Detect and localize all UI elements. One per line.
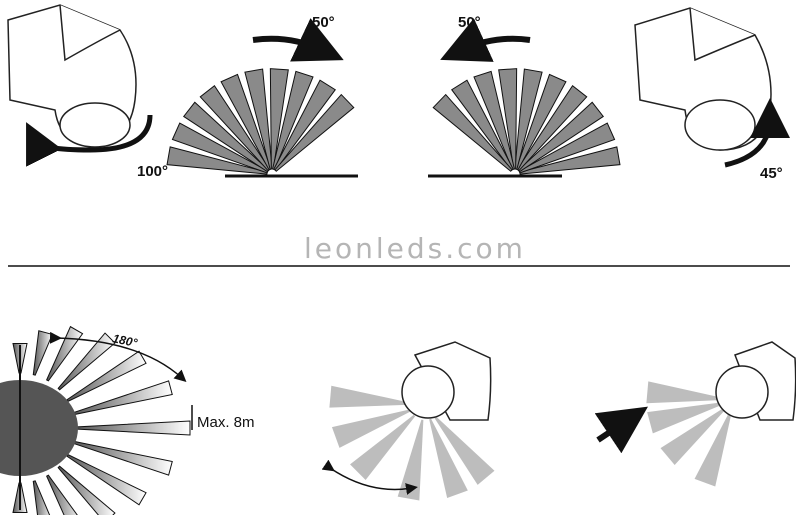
coverage-arc-icon	[49, 331, 187, 383]
sensor-zone	[0, 380, 78, 476]
max-range: Max. 8m	[197, 414, 255, 431]
detection-ray	[694, 410, 732, 487]
rotation-label-100: 100°	[137, 163, 168, 180]
arrow-left-icon	[440, 18, 531, 62]
detection-ray	[182, 101, 270, 173]
tilt-arrow-icon	[724, 98, 790, 168]
detection-ray	[433, 415, 495, 485]
lens-arrow-icon	[594, 406, 648, 454]
detection-ray	[74, 420, 191, 436]
detection-ray	[32, 480, 51, 515]
detection-ray	[66, 453, 147, 506]
watermark: leonleds.com	[304, 232, 526, 265]
sensor-horizontal-rotation	[7, 4, 153, 167]
fan-left-angle: 50°	[312, 14, 335, 31]
detection-ray	[647, 402, 724, 434]
detection-ray	[329, 385, 411, 408]
detection-ray	[166, 146, 268, 175]
detection-ray	[220, 73, 272, 171]
detection-ray	[32, 330, 54, 376]
detection-ray	[274, 93, 355, 172]
detection-ray	[199, 84, 271, 172]
sensor-vertical-tilt	[634, 7, 790, 168]
detection-ray	[432, 93, 513, 172]
coverage-angle: 180°	[111, 331, 138, 350]
sensor-rays-right	[646, 381, 732, 487]
detection-ray	[244, 68, 273, 170]
detection-fan-right	[432, 68, 621, 175]
swing-arrow-icon	[321, 459, 418, 495]
coverage-diagram	[0, 325, 191, 515]
detection-ray	[45, 474, 78, 515]
rotation-label-45: 45°	[760, 165, 783, 182]
detection-ray	[429, 418, 468, 499]
detection-ray	[272, 70, 314, 171]
detection-ray	[660, 406, 727, 465]
detection-ray	[646, 381, 724, 404]
sensor-mounted-right	[715, 341, 796, 421]
detection-ray	[171, 122, 269, 174]
detection-ray	[269, 68, 289, 170]
arrow-right-icon	[252, 18, 344, 62]
fan-right-angle: 50°	[458, 14, 481, 31]
rotate-arrow-icon	[26, 114, 153, 167]
sensor-mounted-middle	[401, 341, 492, 421]
detection-ray	[57, 465, 116, 515]
detection-ray	[331, 409, 412, 448]
detection-ray	[273, 79, 336, 171]
detection-fan-left	[166, 68, 355, 175]
